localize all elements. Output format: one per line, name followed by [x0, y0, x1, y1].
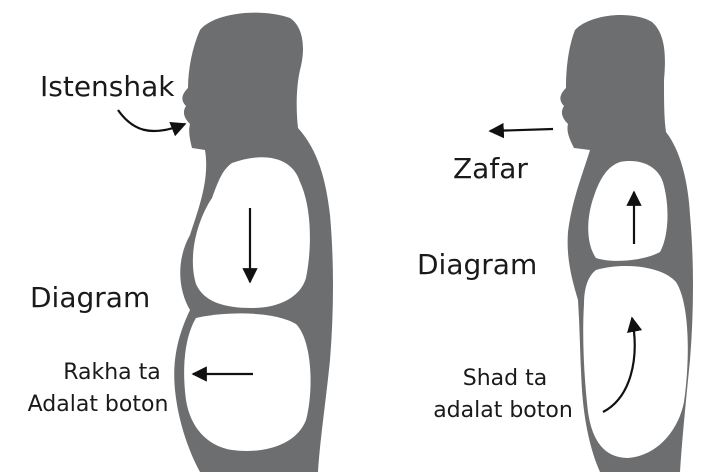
left-inhale-label: Istenshak	[40, 73, 175, 101]
right-exhale-label: Zafar	[453, 155, 528, 183]
right-abdomen-label-line1: Shad ta	[420, 368, 590, 390]
right-exhale-arrow	[490, 129, 553, 131]
left-diaphragm-label: Diagram	[30, 284, 150, 312]
left-abdomen-label-line1: Rakha ta	[38, 362, 186, 384]
left-inhale-curved-arrow	[118, 110, 185, 131]
right-diaphragm-label: Diagram	[417, 251, 537, 279]
left-abdomen-cavity	[184, 313, 310, 451]
right-abdomen-label-line2: adalat boton	[410, 400, 596, 422]
right-abdomen-cavity	[583, 266, 688, 458]
left-abdomen-label-line2: Adalat boton	[10, 394, 186, 416]
